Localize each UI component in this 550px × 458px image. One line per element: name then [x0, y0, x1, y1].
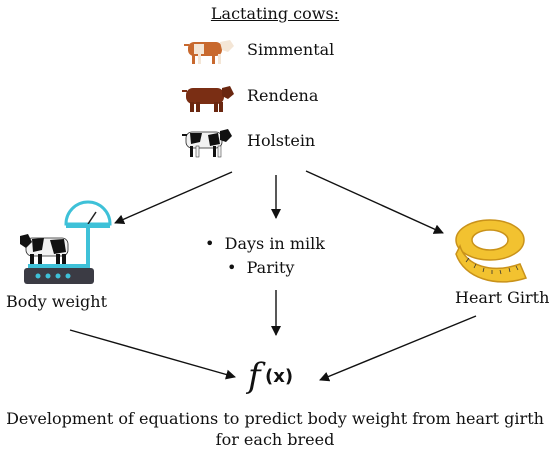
arrow-breeds-to-heart-girth	[305, 170, 444, 234]
factor-item-days-in-milk: • Days in milk	[205, 234, 325, 253]
arrow-heart-girth-to-function	[319, 315, 477, 382]
diagram-title: Lactating cows:	[210, 4, 340, 23]
arrow-body-weight-to-function	[69, 329, 236, 380]
holstein-cow-icon	[182, 129, 232, 158]
breed-label-simmental: Simmental	[247, 40, 335, 59]
heart-girth-label: Heart Girth	[455, 288, 550, 307]
breed-label-rendena: Rendena	[247, 86, 319, 105]
function-x: (x)	[265, 366, 294, 387]
function-f: f	[248, 356, 261, 396]
body-weight-label: Body weight	[6, 292, 108, 311]
function-symbol: f (x)	[248, 356, 304, 400]
arrows	[69, 170, 477, 382]
rendena-cow-icon	[182, 86, 234, 112]
weighing-scale-icon	[20, 200, 112, 284]
arrow-breeds-to-body-weight	[114, 171, 233, 224]
simmental-cow-icon	[184, 40, 234, 64]
measuring-tape-icon	[455, 219, 528, 283]
factor-item-parity: • Parity	[227, 258, 295, 277]
breed-label-holstein: Holstein	[247, 131, 316, 150]
conclusion-text: Development of equations to predict body…	[6, 409, 544, 449]
factor-list: • Days in milk • Parity	[205, 232, 325, 280]
